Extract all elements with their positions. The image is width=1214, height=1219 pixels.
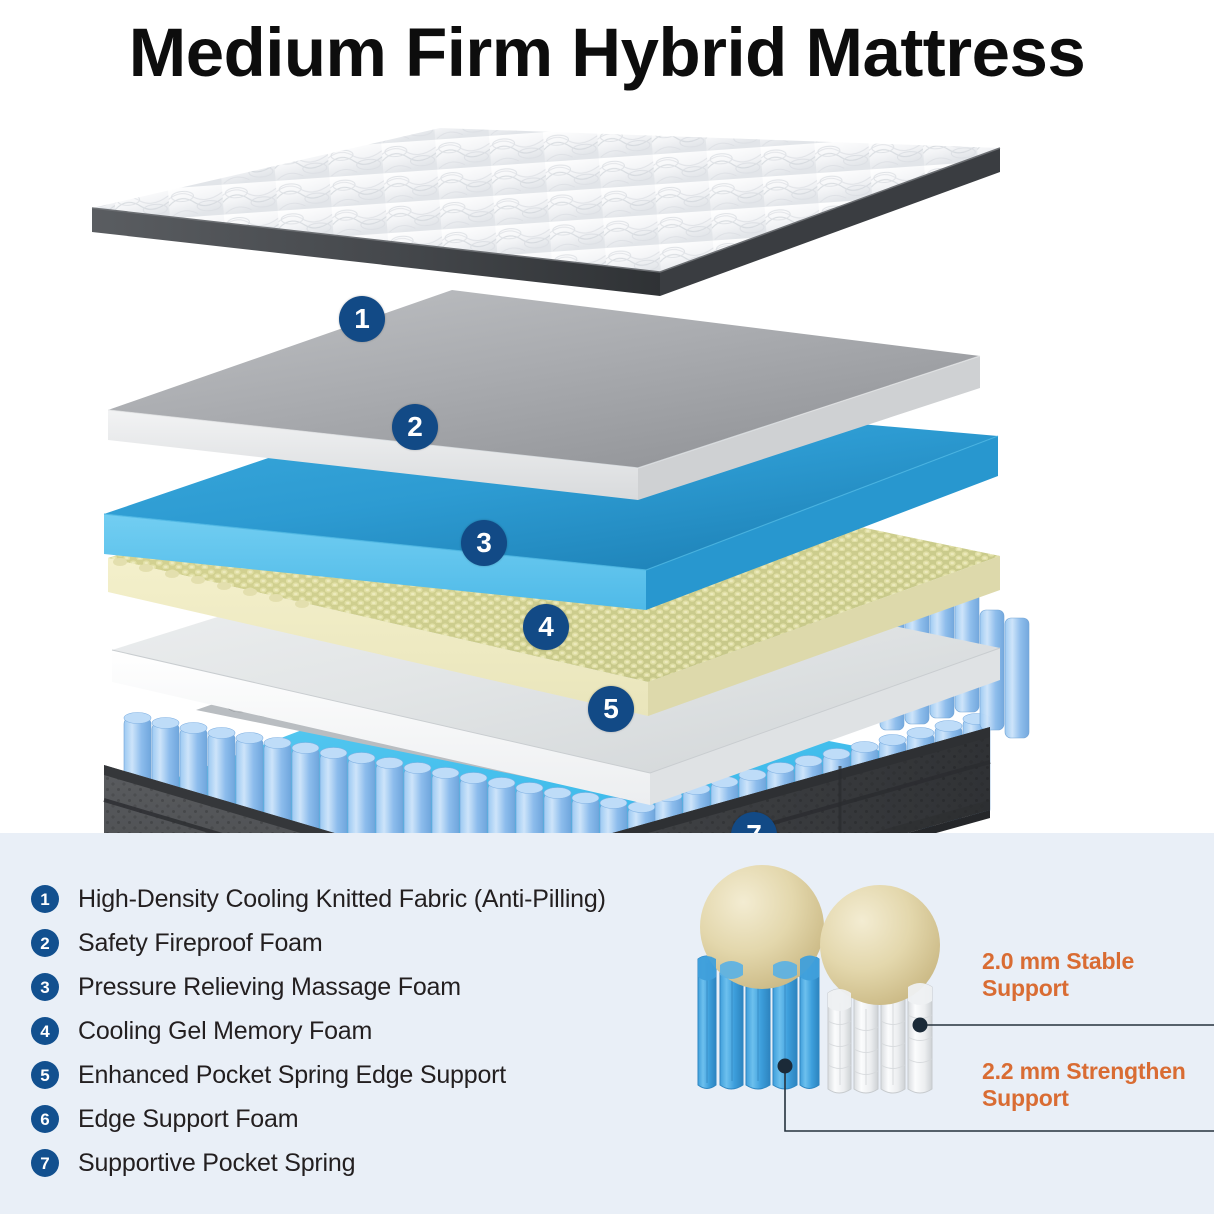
strengthen-support-line2: Support xyxy=(982,1084,1069,1111)
list-item[interactable]: 4 Cooling Gel Memory Foam xyxy=(31,1009,691,1053)
leader-line-strengthen-support xyxy=(784,1066,1214,1132)
list-item[interactable]: 5 Enhanced Pocket Spring Edge Support xyxy=(31,1053,691,1097)
stable-support-line1: 2.0 mm Stable xyxy=(982,948,1135,974)
list-item[interactable]: 3 Pressure Relieving Massage Foam xyxy=(31,965,691,1009)
list-item[interactable]: 2 Safety Fireproof Foam xyxy=(31,921,691,965)
legend-badge-3: 3 xyxy=(31,973,59,1001)
legend-label-6: Edge Support Foam xyxy=(78,1104,299,1133)
stable-support-annotation: 2.0 mm Stable Support xyxy=(982,948,1134,1001)
diagram-callout-5[interactable]: 5 xyxy=(588,686,634,732)
blue-pocket-spring-cluster xyxy=(697,865,824,1090)
layer-legend-list: 1 High-Density Cooling Knitted Fabric (A… xyxy=(31,877,691,1185)
layer-2-fireproof-foam xyxy=(107,290,981,500)
legend-label-7: Supportive Pocket Spring xyxy=(78,1148,356,1177)
list-item[interactable]: 7 Supportive Pocket Spring xyxy=(31,1141,691,1185)
legend-badge-5: 5 xyxy=(31,1061,59,1089)
diagram-callout-3[interactable]: 3 xyxy=(461,520,507,566)
legend-label-2: Safety Fireproof Foam xyxy=(78,928,323,957)
legend-badge-1: 1 xyxy=(31,885,59,913)
legend-badge-4: 4 xyxy=(31,1017,59,1045)
white-pocket-spring-cluster xyxy=(820,885,940,1094)
legend-label-5: Enhanced Pocket Spring Edge Support xyxy=(78,1060,507,1089)
mattress-layers-svg xyxy=(91,128,1030,855)
leader-dot-strengthen-support xyxy=(777,1058,793,1074)
list-item[interactable]: 1 High-Density Cooling Knitted Fabric (A… xyxy=(31,877,691,921)
leader-dot-stable-support xyxy=(912,1017,928,1033)
exploded-mattress-diagram: 1 2 3 4 5 6 7 xyxy=(0,110,1214,927)
details-panel: 1 High-Density Cooling Knitted Fabric (A… xyxy=(0,833,1214,1214)
spring-comparison-svg xyxy=(697,865,1214,1132)
legend-label-4: Cooling Gel Memory Foam xyxy=(78,1016,373,1045)
mattress-base-fabric xyxy=(103,727,991,855)
legend-label-3: Pressure Relieving Massage Foam xyxy=(78,972,461,1001)
legend-badge-7: 7 xyxy=(31,1149,59,1177)
list-item[interactable]: 6 Edge Support Foam xyxy=(31,1097,691,1141)
layer-1-knitted-fabric xyxy=(91,128,1001,296)
diagram-callout-4[interactable]: 4 xyxy=(523,604,569,650)
stable-support-line2: Support xyxy=(982,974,1069,1001)
diagram-callout-2[interactable]: 2 xyxy=(392,404,438,450)
strengthen-support-annotation: 2.2 mm Strengthen Support xyxy=(982,1058,1186,1111)
diagram-callout-1[interactable]: 1 xyxy=(339,296,385,342)
page-title: Medium Firm Hybrid Mattress xyxy=(128,14,1086,91)
legend-badge-6: 6 xyxy=(31,1105,59,1133)
legend-label-1: High-Density Cooling Knitted Fabric (Ant… xyxy=(78,884,606,913)
spring-comparison-figure: 2.0 mm Stable Support 2.2 mm Strengthen … xyxy=(676,853,1214,1214)
strengthen-support-line1: 2.2 mm Strengthen xyxy=(982,1058,1186,1084)
legend-badge-2: 2 xyxy=(31,929,59,957)
